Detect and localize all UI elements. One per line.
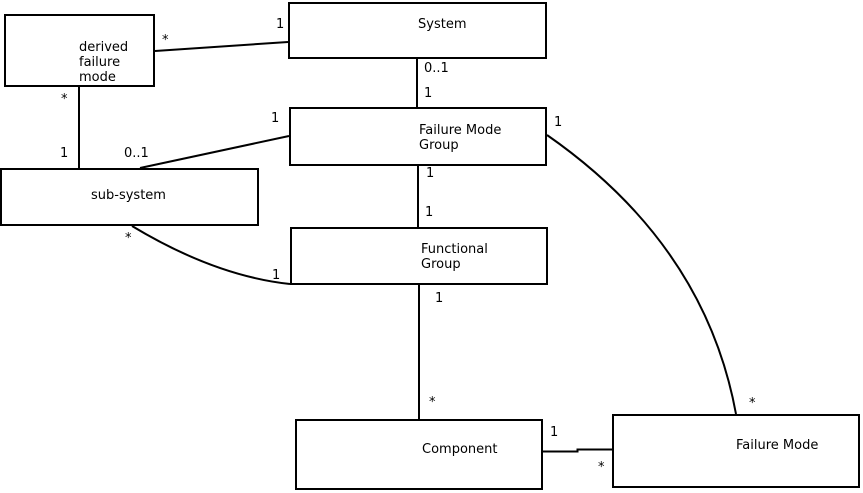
entity-label-system: System xyxy=(418,17,467,32)
cardinality-failure-mode-group-top: 1 xyxy=(424,86,433,101)
connector-failure-mode-group-failure-mode xyxy=(546,134,737,415)
entity-label-sub-system: sub-system xyxy=(91,188,166,203)
cardinality-derived-failure-mode-end: * xyxy=(162,33,169,48)
cardinality-sub-system-top-right: 0..1 xyxy=(124,146,149,161)
entity-failure-mode-group: Failure Mode Group xyxy=(289,107,547,166)
cardinality-derived-failure-mode-bottom: * xyxy=(61,92,68,107)
cardinality-failure-mode-group-right: 1 xyxy=(554,115,563,130)
connector-component-failure-mode xyxy=(543,448,612,453)
cardinality-failure-mode-group-left: 1 xyxy=(271,111,280,126)
entity-label-failure-mode-group: Failure Mode Group xyxy=(419,123,502,153)
entity-functional-group: Functional Group xyxy=(290,227,548,285)
entity-label-failure-mode: Failure Mode xyxy=(736,438,819,453)
cardinality-sub-system-bottom: * xyxy=(125,231,132,246)
cardinality-system-end: 1 xyxy=(276,17,285,32)
cardinality-functional-group-bottom: 1 xyxy=(435,291,444,306)
entity-system: System xyxy=(288,2,547,59)
cardinality-sub-system-top: 1 xyxy=(60,146,69,161)
cardinality-component-right: 1 xyxy=(550,425,559,440)
entity-failure-mode: Failure Mode xyxy=(612,414,860,488)
cardinality-failure-mode-group-bottom: 1 xyxy=(426,166,435,181)
entity-label-component: Component xyxy=(422,442,498,457)
entity-component: Component xyxy=(295,419,543,490)
cardinality-failure-mode-top: * xyxy=(749,396,756,411)
connector-system-derived-failure-mode xyxy=(154,41,289,52)
connector-failure-mode-group-sub-system xyxy=(139,135,290,169)
cardinality-functional-group-left: 1 xyxy=(272,268,281,283)
entity-label-functional-group: Functional Group xyxy=(421,242,488,272)
entity-derived-failure-mode: derived failure mode xyxy=(4,14,155,87)
entity-label-derived-failure-mode: derived failure mode xyxy=(79,40,129,85)
cardinality-failure-mode-left: * xyxy=(598,460,605,475)
cardinality-component-top: * xyxy=(429,395,436,410)
cardinality-system-bottom: 0..1 xyxy=(424,61,449,76)
connector-sub-system-functional-group xyxy=(131,225,291,285)
entity-sub-system: sub-system xyxy=(0,168,259,226)
cardinality-functional-group-top: 1 xyxy=(425,205,434,220)
